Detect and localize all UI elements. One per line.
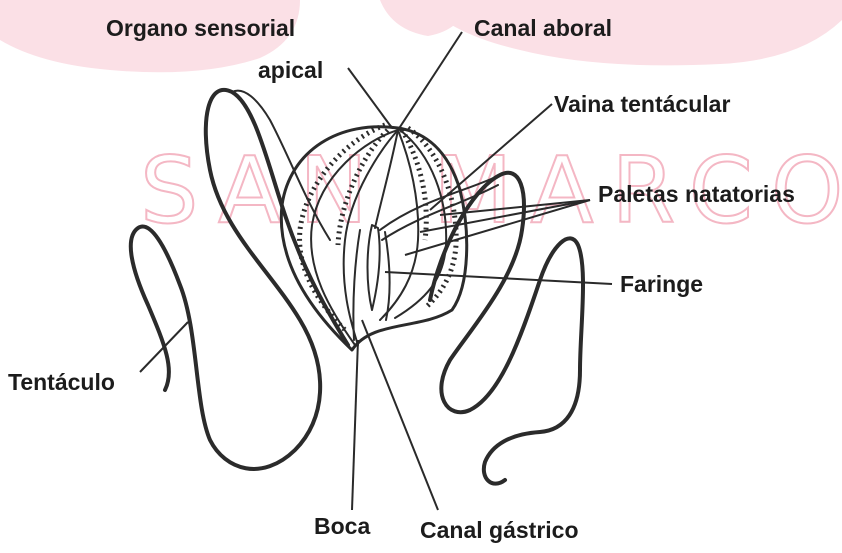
label-tentaculo: Tentáculo [8, 369, 115, 395]
label-organo-sensorial: Organo sensorial [106, 15, 295, 41]
label-boca: Boca [314, 513, 370, 539]
labels: Organo sensorial apical Canal aboral Vai… [8, 15, 795, 543]
label-vaina-tentacular: Vaina tentácular [554, 91, 730, 117]
label-canal-aboral: Canal aboral [474, 15, 612, 41]
label-faringe: Faringe [620, 271, 703, 297]
label-paletas-natatorias: Paletas natatorias [598, 181, 795, 207]
label-apical: apical [258, 57, 323, 83]
label-canal-gastrico: Canal gástrico [420, 517, 579, 543]
